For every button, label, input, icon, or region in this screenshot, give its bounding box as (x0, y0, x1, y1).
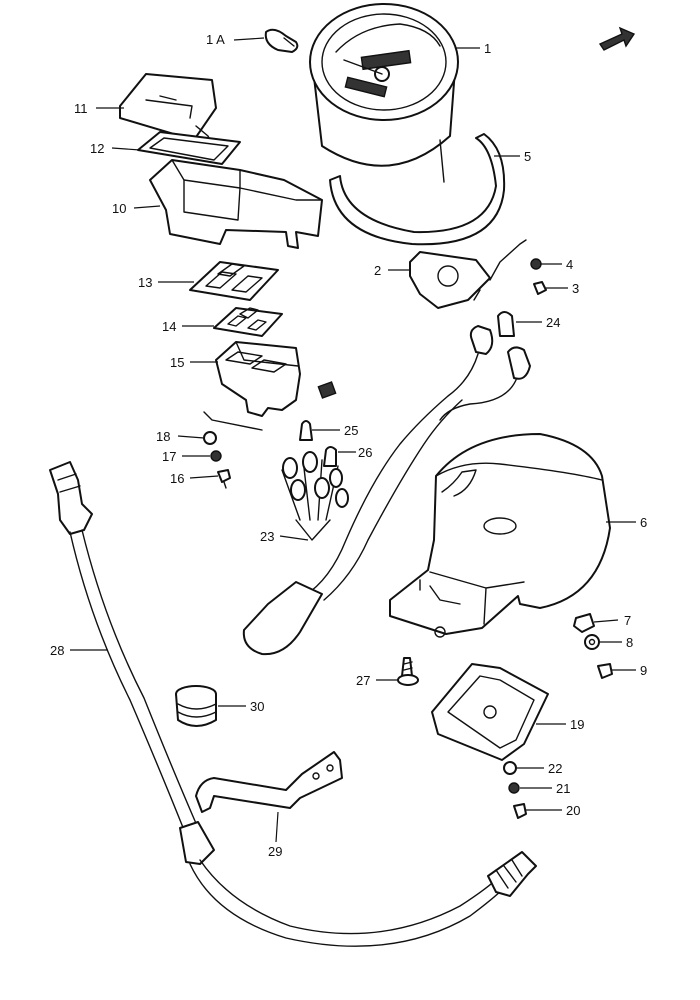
part-19-bracket (431, 663, 549, 761)
callout-labels: 1 A 1 5 11 12 10 2 4 3 13 24 14 15 18 25… (50, 32, 647, 859)
part-26-bulb (323, 446, 337, 467)
callout-24: 24 (546, 315, 560, 330)
part-25-bulb (299, 420, 313, 441)
part-7-nut (573, 613, 595, 633)
leader-lines (70, 37, 636, 843)
part-3-screw (533, 281, 547, 295)
part-6-meter-case (389, 433, 611, 638)
callout-4: 4 (566, 257, 573, 272)
part-22-nut (503, 761, 517, 775)
callout-20: 20 (566, 803, 580, 818)
callout-23: 23 (260, 529, 274, 544)
front-arrow-icon (598, 26, 636, 51)
callout-29: 29 (268, 844, 282, 859)
callout-21: 21 (556, 781, 570, 796)
callout-18: 18 (156, 429, 170, 444)
callout-1a: 1 A (206, 32, 225, 47)
callout-1: 1 (484, 41, 491, 56)
part-14-plate (213, 307, 283, 337)
callout-2: 2 (374, 263, 381, 278)
part-1a-bulb (264, 28, 299, 53)
part-21-washer (508, 782, 520, 794)
callout-10: 10 (112, 201, 126, 216)
callout-12: 12 (90, 141, 104, 156)
callout-9: 9 (640, 663, 647, 678)
part-9-screw (597, 663, 613, 679)
part-20-screw (513, 803, 527, 819)
callout-25: 25 (344, 423, 358, 438)
callout-14: 14 (162, 319, 176, 334)
part-11-lens (119, 73, 217, 153)
part-18-nut (203, 431, 217, 445)
callout-17: 17 (162, 449, 176, 464)
callout-11: 11 (74, 101, 88, 116)
callout-8: 8 (626, 635, 633, 650)
part-10-housing (149, 159, 323, 249)
callout-22: 22 (548, 761, 562, 776)
callout-7: 7 (624, 613, 631, 628)
callout-3: 3 (572, 281, 579, 296)
callout-6: 6 (640, 515, 647, 530)
callout-13: 13 (138, 275, 152, 290)
part-29-cable-guide (195, 751, 343, 813)
part-28-speedometer-cable (49, 461, 537, 947)
callout-15: 15 (170, 355, 184, 370)
callout-28: 28 (50, 643, 64, 658)
part-12-gasket (137, 131, 241, 165)
part-16-screw (217, 469, 231, 489)
part-24-bulb (497, 311, 515, 337)
part-5-ring (329, 133, 506, 246)
part-8-washer (584, 634, 600, 650)
part-1-speedometer (309, 3, 459, 183)
callout-16: 16 (170, 471, 184, 486)
part-15-socket-holder (203, 341, 337, 431)
part-30-grommet (175, 685, 217, 727)
part-23-wiring-harness (242, 325, 531, 656)
part-2-gearbox (409, 239, 527, 309)
part-4-nut (530, 258, 542, 270)
part-27-bolt (397, 657, 419, 686)
callout-26: 26 (358, 445, 372, 460)
part-17-washer (210, 450, 222, 462)
part-13-gasket (189, 261, 279, 301)
callout-19: 19 (570, 717, 584, 732)
callout-27: 27 (356, 673, 370, 688)
callout-5: 5 (524, 149, 531, 164)
callout-30: 30 (250, 699, 264, 714)
